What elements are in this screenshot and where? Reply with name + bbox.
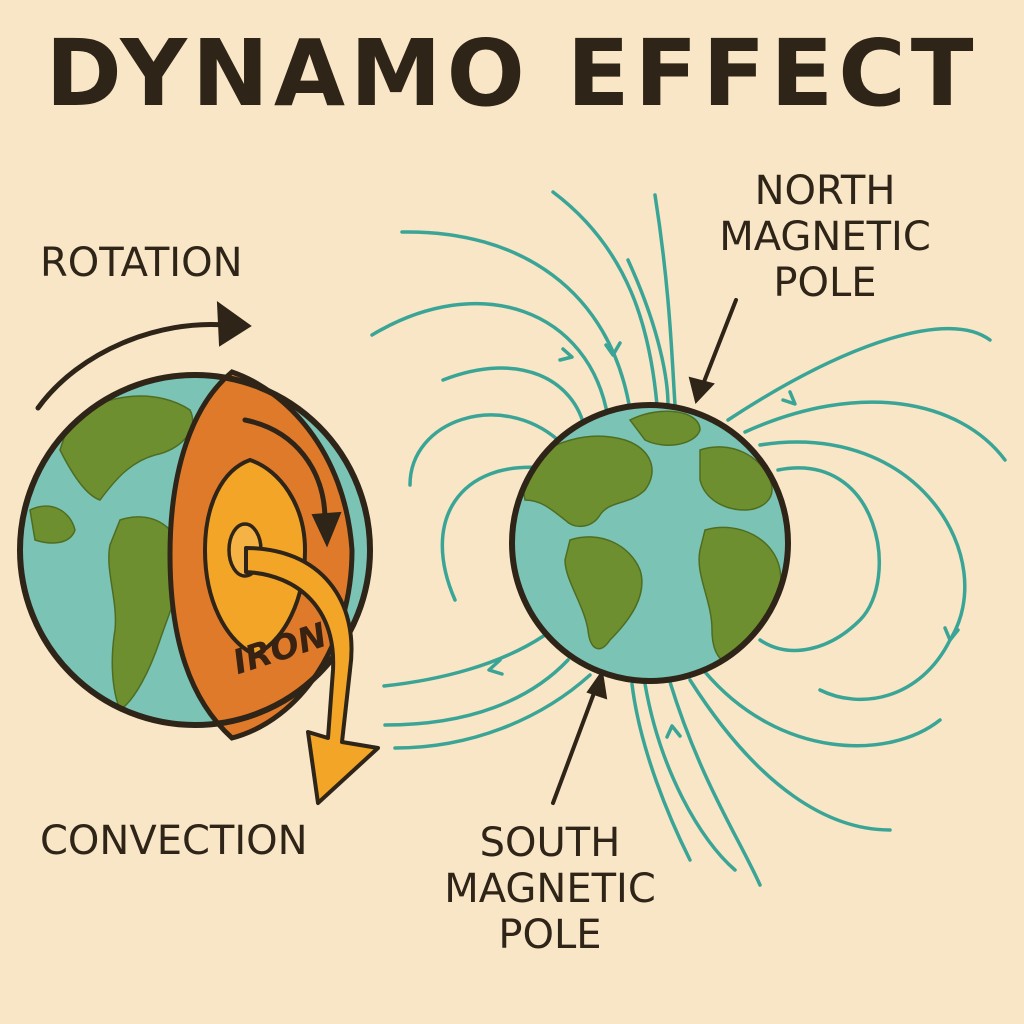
field-arrowheads xyxy=(487,341,960,739)
field-line xyxy=(551,190,659,407)
field-arrowhead xyxy=(781,390,797,406)
field-line xyxy=(400,230,632,412)
diagram-title: DYNAMO EFFECT xyxy=(45,20,979,127)
field-line xyxy=(668,680,762,887)
europe-africa-land xyxy=(699,446,773,511)
rotation-arrow xyxy=(35,300,252,411)
field-line xyxy=(441,366,587,432)
field-arrowhead xyxy=(943,626,960,642)
field-line xyxy=(383,658,570,727)
field-line xyxy=(630,682,692,862)
cutaway-land xyxy=(29,505,76,544)
earth-globe xyxy=(509,402,791,684)
north-label-line: MAGNETIC xyxy=(719,214,931,260)
convection-label: CONVECTION xyxy=(40,818,308,864)
field-line xyxy=(643,682,737,872)
cutaway-land xyxy=(59,395,194,501)
field-line xyxy=(653,193,677,407)
field-line xyxy=(758,440,967,702)
field-arrowhead xyxy=(665,724,682,739)
field-line xyxy=(743,400,1007,462)
magnetic-field-lines xyxy=(370,190,1007,887)
circulation-arrow xyxy=(242,417,342,548)
field-line xyxy=(688,678,892,832)
field-line xyxy=(393,673,592,750)
field-line xyxy=(626,258,670,407)
north-america-land xyxy=(519,435,653,527)
south-america-land xyxy=(564,536,643,650)
south-label-line: POLE xyxy=(498,912,602,958)
field-line xyxy=(758,466,881,653)
north-label-line: NORTH xyxy=(754,168,896,214)
field-line xyxy=(440,465,547,602)
field-arrowhead xyxy=(604,341,622,357)
north-magnetic-pole-label: NORTH MAGNETIC POLE xyxy=(700,168,950,306)
south-magnetic-pole-label: SOUTH MAGNETIC POLE xyxy=(425,820,675,958)
field-arrowhead xyxy=(487,658,504,676)
north-pole-pointer xyxy=(688,298,738,405)
field-line xyxy=(703,670,942,748)
greenland-land xyxy=(628,410,701,446)
field-line xyxy=(408,413,560,487)
field-line xyxy=(382,633,547,688)
south-pole-pointer xyxy=(551,669,608,805)
south-label-line: SOUTH xyxy=(479,820,621,866)
field-arrowhead xyxy=(558,347,574,362)
rotation-label: ROTATION xyxy=(40,240,243,286)
north-label-line: POLE xyxy=(773,260,877,306)
convection-arrow xyxy=(244,546,380,805)
earth-cutaway xyxy=(17,369,373,741)
south-label-line: MAGNETIC xyxy=(444,866,656,912)
field-line xyxy=(726,326,992,422)
field-line xyxy=(370,301,610,420)
